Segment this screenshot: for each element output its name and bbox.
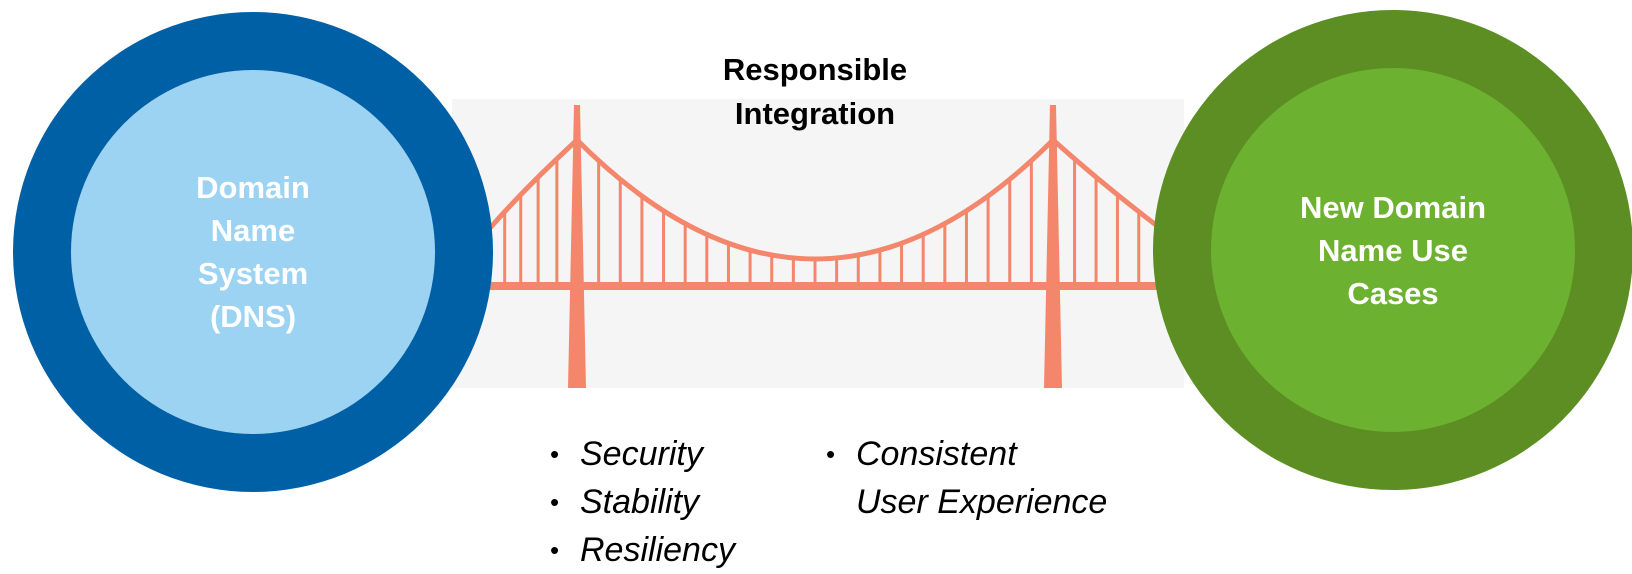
qualities-list-left: Security Stability Resiliency <box>550 430 735 574</box>
dns-inner-circle: Domain Name System (DNS) <box>71 70 435 434</box>
bridge-title: Responsible Integration <box>722 52 908 131</box>
quality-item: Security <box>550 430 735 478</box>
quality-item: Consistent User Experience <box>826 430 1107 526</box>
bridge-side-cable <box>488 138 579 230</box>
quality-item: Stability <box>550 478 735 526</box>
bridge-tower <box>568 105 586 388</box>
bridge-tower <box>1044 105 1062 388</box>
quality-item: Resiliency <box>550 526 735 574</box>
new-use-cases-inner-circle: New Domain Name Use Cases <box>1211 68 1575 432</box>
qualities-list-right: Consistent User Experience <box>826 430 1107 526</box>
new-use-cases-label: New Domain Name Use Cases <box>1299 189 1487 311</box>
dns-label: Domain Name System (DNS) <box>196 170 310 334</box>
bridge-side-cable <box>1051 138 1162 230</box>
bridge-main-cable <box>575 138 1055 262</box>
